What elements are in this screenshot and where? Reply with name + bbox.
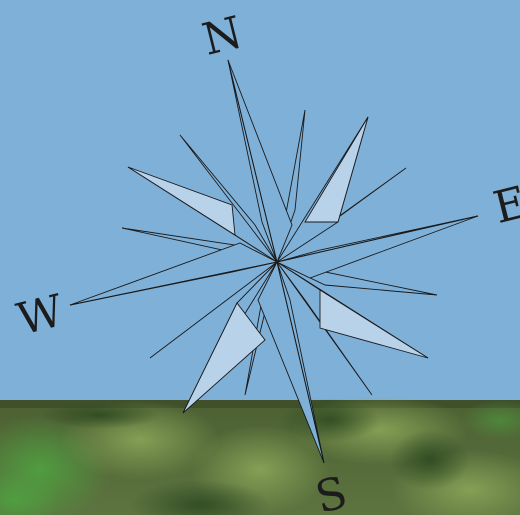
foliage-background: [0, 395, 520, 515]
